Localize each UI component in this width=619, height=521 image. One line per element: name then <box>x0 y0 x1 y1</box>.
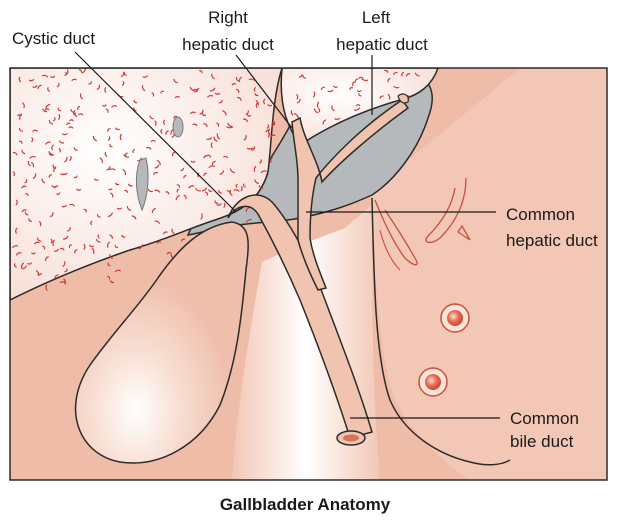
label-right-hepatic-line2: hepatic duct <box>182 35 274 54</box>
label-common-hepatic-line1: Common <box>506 205 575 224</box>
lymph-node <box>441 304 469 332</box>
label-left-hepatic-line1: Left <box>362 8 391 27</box>
label-common-hepatic-line2: hepatic duct <box>506 231 598 250</box>
diagram-caption: Gallbladder Anatomy <box>220 495 391 514</box>
label-right-hepatic-line1: Right <box>208 8 248 27</box>
label-common-bile-line1: Common <box>510 409 579 428</box>
label-cystic-duct: Cystic duct <box>12 29 95 48</box>
bile-duct-lumen <box>343 435 359 442</box>
label-common-bile-line2: bile duct <box>510 432 574 451</box>
label-left-hepatic-line2: hepatic duct <box>336 35 428 54</box>
liver-vessel-mark <box>173 117 183 137</box>
lymph-node <box>419 368 447 396</box>
